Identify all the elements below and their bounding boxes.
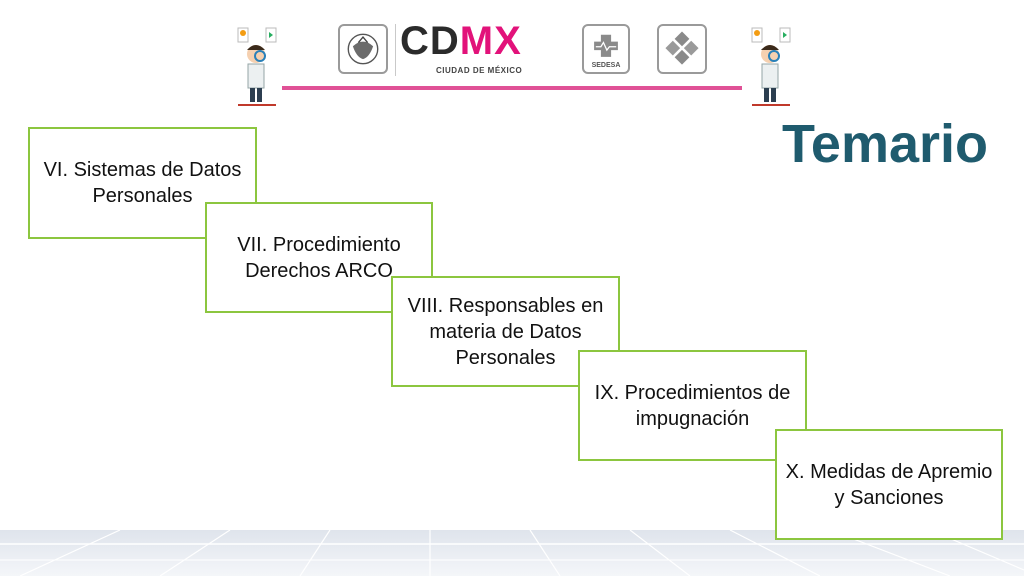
topic-text: VII. Procedimiento Derechos ARCO [237,233,401,282]
sedesa-label: SEDESA [591,62,621,69]
government-seal-icon [338,24,388,74]
header-logos: CDMX CIUDAD DE MÉXICO SEDESA [0,0,1024,110]
topic-text: VI. Sistemas de Datos Personales [43,159,242,207]
mascot-icon [751,27,791,106]
cdmx-logo: CDMX CIUDAD DE MÉXICO [400,19,552,78]
brand-subtitle: CIUDAD DE MÉXICO [436,66,523,75]
sedesa-logo: SEDESA [582,24,630,74]
diamond-pattern-icon [665,31,699,65]
logo-divider [395,24,396,76]
mascot-icon [237,27,277,106]
header-accent-bar [282,86,742,90]
brand-primary: CD [400,19,460,63]
topic-box: X. Medidas de Apremio y Sanciones [775,429,1003,540]
health-cross-icon [594,34,618,57]
topic-box: IX. Procedimientos de impugnación [578,350,807,461]
brand-accent: MX [459,19,522,63]
topic-text: X. Medidas de Apremio y Sanciones [785,460,993,509]
secretaria-salud-logo [657,24,707,74]
slide-title: Temario [781,114,988,174]
topic-text: IX. Procedimientos de impugnación [594,381,791,430]
topic-box: VII. Procedimiento Derechos ARCO [205,202,433,313]
topic-box: VIII. Responsables en materia de Datos P… [391,276,620,387]
topic-text: VIII. Responsables en materia de Datos P… [407,294,604,369]
